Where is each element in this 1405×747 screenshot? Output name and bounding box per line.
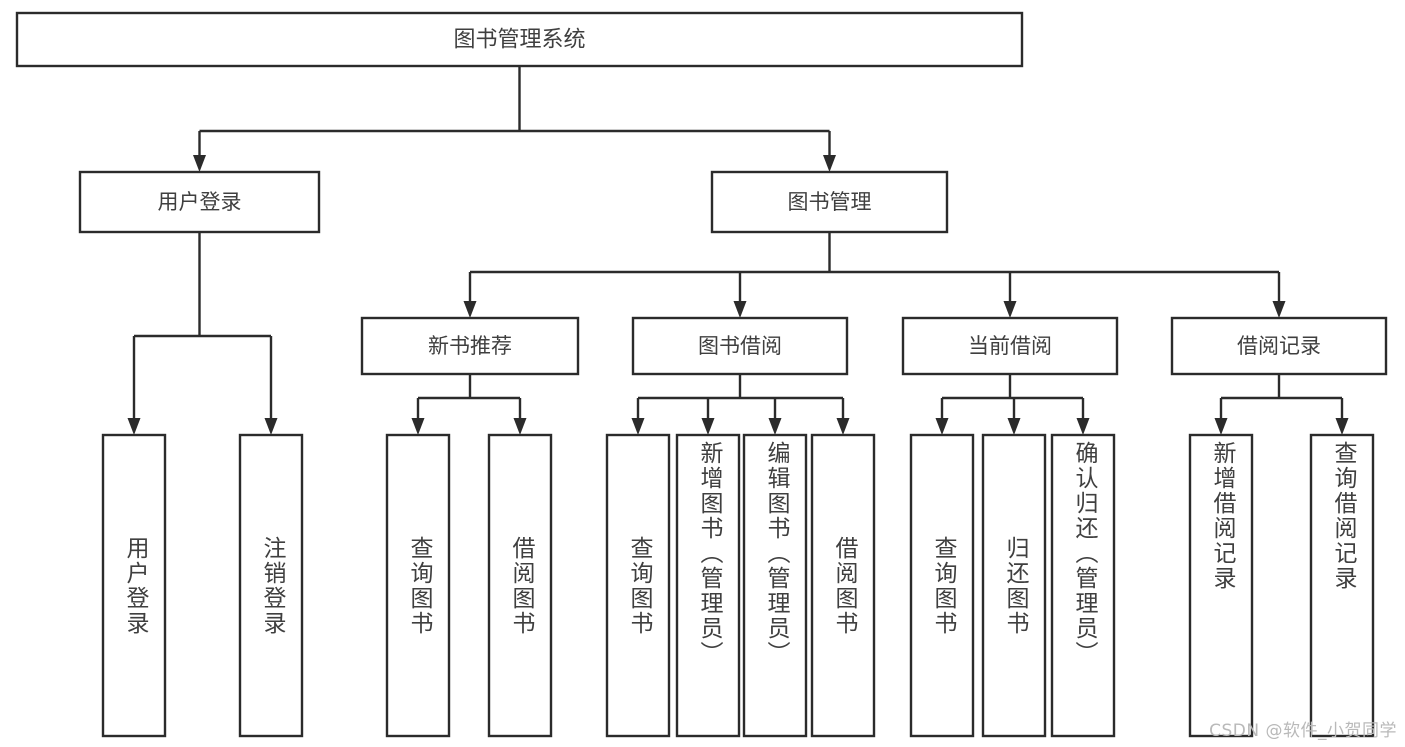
node-box-leaf-user-login[interactable] — [101, 433, 167, 738]
node-box-leaf-edit-book[interactable] — [742, 433, 808, 738]
node-box-current-borrow[interactable] — [901, 316, 1119, 376]
arrow-head-icon — [1076, 418, 1090, 435]
node-label-borrow-record: 借阅记录 — [1237, 334, 1321, 358]
arrow-head-icon — [631, 418, 645, 435]
node-label-new-book-recommend: 新书推荐 — [428, 334, 512, 358]
arrow-head-icon — [1335, 418, 1349, 435]
node-box-root[interactable] — [15, 11, 1024, 68]
arrow-head-icon — [127, 418, 141, 435]
arrow-head-icon — [701, 418, 715, 435]
arrow-head-icon — [411, 418, 425, 435]
node-label-user-login: 用户登录 — [158, 190, 242, 214]
arrow-head-icon — [193, 155, 206, 172]
node-box-book-manage[interactable] — [710, 170, 949, 234]
arrow-head-icon — [1214, 418, 1228, 435]
arrow-head-icon — [768, 418, 782, 435]
node-box-user-login[interactable] — [78, 170, 321, 234]
node-box-leaf-confirm-return[interactable] — [1050, 433, 1116, 738]
node-label-current-borrow: 当前借阅 — [968, 334, 1052, 358]
node-box-borrow-record[interactable] — [1170, 316, 1388, 376]
node-box-new-book-recommend[interactable] — [360, 316, 580, 376]
arrow-head-icon — [1272, 301, 1286, 318]
node-box-leaf-borrow-book-2[interactable] — [810, 433, 876, 738]
arrow-head-icon — [463, 301, 477, 318]
arrow-head-icon — [1003, 301, 1017, 318]
arrow-head-icon — [823, 155, 836, 172]
arrow-head-icon — [513, 418, 527, 435]
arrow-head-icon — [264, 418, 278, 435]
arrow-head-icon — [1007, 418, 1021, 435]
node-box-leaf-add-book[interactable] — [675, 433, 741, 738]
node-box-leaf-query-book-1[interactable] — [385, 433, 451, 738]
node-box-leaf-add-record[interactable] — [1188, 433, 1254, 738]
arrow-head-icon — [836, 418, 850, 435]
node-box-leaf-logout[interactable] — [238, 433, 304, 738]
node-label-book-borrow: 图书借阅 — [698, 334, 782, 358]
node-label-root: 图书管理系统 — [453, 28, 585, 53]
node-box-leaf-query-book-3[interactable] — [909, 433, 975, 738]
node-label-book-manage: 图书管理 — [788, 190, 872, 214]
watermark-text: CSDN @软件_小贺同学 — [1209, 721, 1397, 741]
arrow-head-icon — [935, 418, 949, 435]
node-box-leaf-query-record[interactable] — [1309, 433, 1375, 738]
arrow-head-icon — [733, 301, 747, 318]
node-box-leaf-return-book[interactable] — [981, 433, 1047, 738]
node-box-leaf-query-book-2[interactable] — [605, 433, 671, 738]
node-box-book-borrow[interactable] — [631, 316, 849, 376]
node-box-leaf-borrow-book-1[interactable] — [487, 433, 553, 738]
